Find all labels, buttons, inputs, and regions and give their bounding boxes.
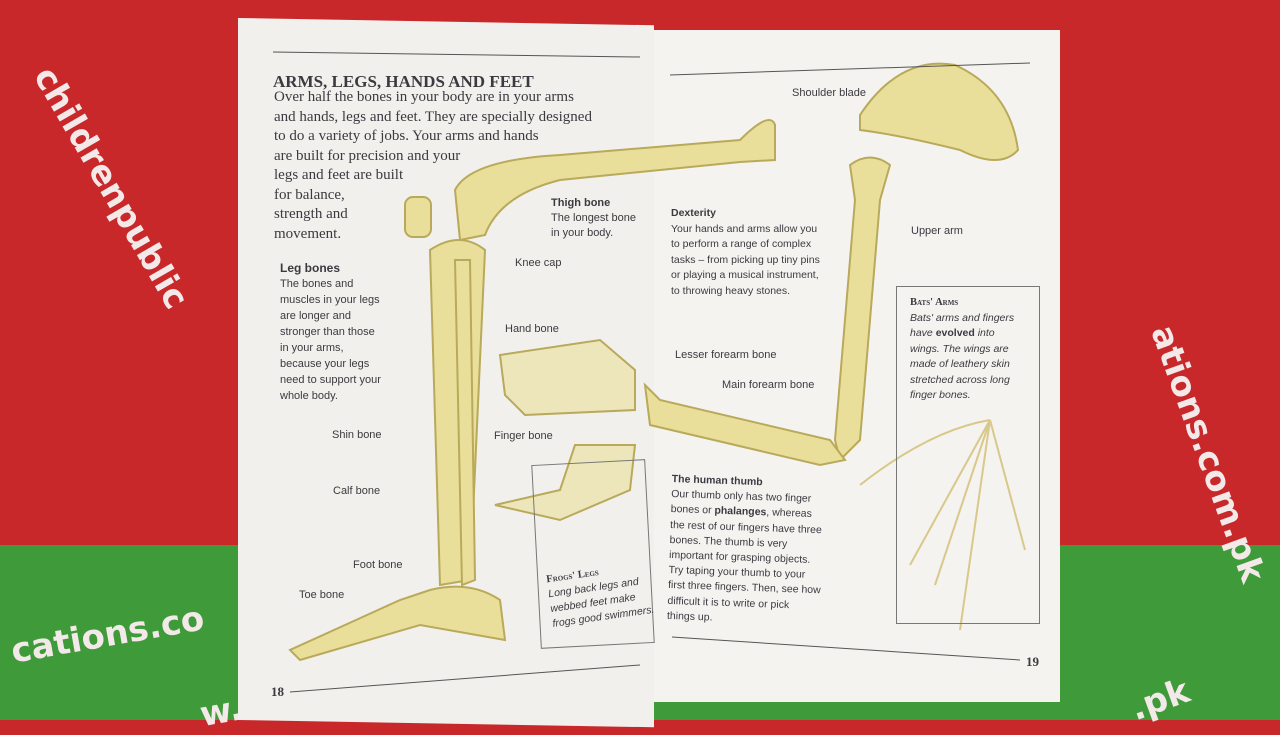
hand-bone-label: Hand bone (505, 323, 559, 335)
page-rules (272, 51, 1031, 693)
frog-leg-bones (494, 444, 637, 522)
foot-bones (288, 585, 507, 662)
main-forearm-label: Main forearm bone (722, 379, 815, 391)
thigh-bone (453, 119, 776, 242)
knee-cap (404, 196, 432, 238)
page-number: 18 (271, 684, 284, 699)
shoulder-blade-label: Shoulder blade (792, 87, 867, 99)
upper-arm-label: Upper arm (911, 225, 963, 237)
forearm-bones (643, 382, 847, 467)
bats-arms-box (896, 286, 1040, 624)
calf-bone (453, 259, 477, 587)
shoulder-blade (859, 62, 1020, 161)
hand-bones (498, 338, 636, 417)
skeleton-illustration (272, 51, 1031, 693)
bat-wing-bones (859, 419, 1026, 631)
page-title: ARMS, LEGS, HANDS AND FEET (273, 72, 534, 91)
toe-bone-label: Toe bone (299, 589, 345, 601)
shin-bone-label: Shin bone (332, 429, 382, 441)
bats-arms-caption: Bats' Arms Bats' arms and fingers have e… (910, 297, 1015, 401)
knee-cap-label: Knee cap (515, 257, 562, 269)
calf-bone-label: Calf bone (333, 485, 381, 497)
lesser-forearm-label: Lesser forearm bone (675, 349, 777, 361)
page-number: 19 (1026, 654, 1039, 669)
human-thumb-caption: The human thumb Our thumb only has two f… (666, 472, 823, 624)
upper-arm-bone (833, 156, 892, 462)
finger-bone-label: Finger bone (494, 430, 553, 442)
intro-text: Over half the bones in your body are in … (274, 89, 592, 242)
foot-bone-label: Foot bone (353, 559, 403, 571)
